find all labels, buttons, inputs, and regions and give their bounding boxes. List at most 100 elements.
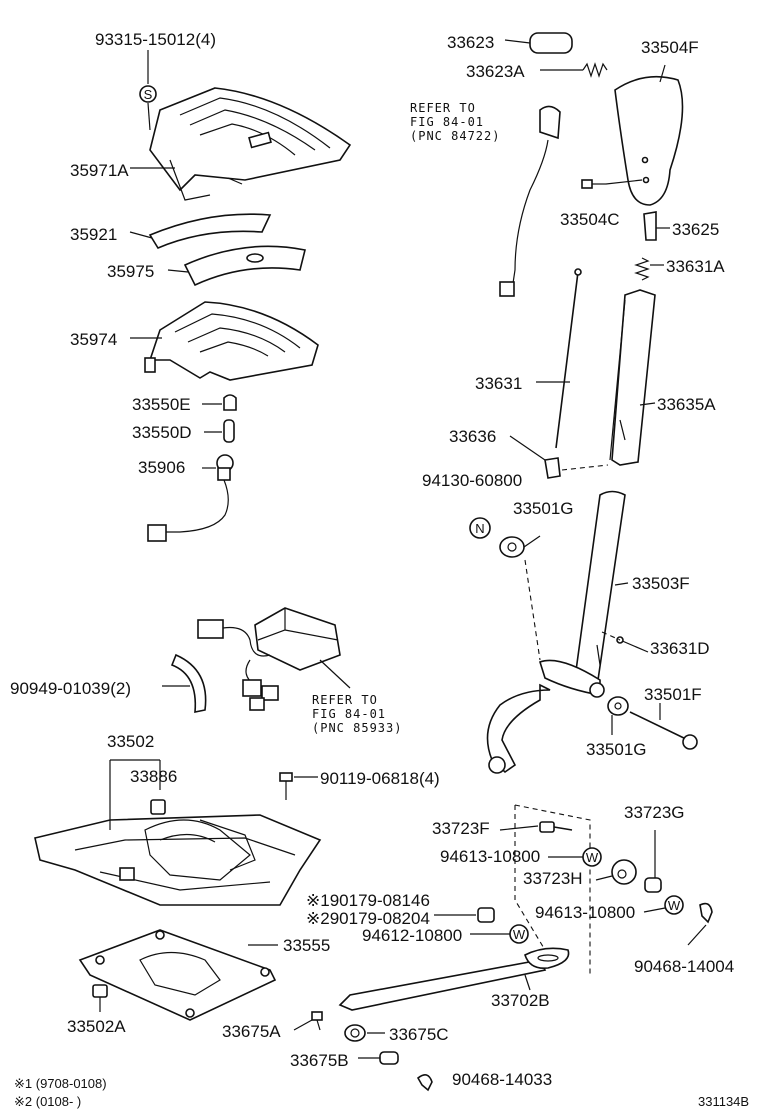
part-switch-wire <box>499 105 561 297</box>
label-33625: 33625 <box>672 220 719 239</box>
part-94613-washer-1: W <box>548 847 602 867</box>
label-33501g-top: 33501G <box>513 499 574 518</box>
label-33501g-bottom: 33501G <box>586 740 647 759</box>
part-35971a-cover <box>130 87 352 201</box>
part-33635a-sleeve <box>609 289 656 466</box>
part-33631d-pin <box>601 631 649 653</box>
part-33631-rod <box>536 268 582 449</box>
ref1-line3: (PNC 84722) <box>410 129 500 143</box>
part-33636-link <box>509 435 561 479</box>
part-33504f-knob <box>614 64 684 206</box>
part-33550e-cap <box>202 394 237 411</box>
label-33623: 33623 <box>447 33 494 52</box>
part-33623a-spring <box>540 62 608 78</box>
part-35921-plate <box>129 213 272 250</box>
part-33502a-bolt <box>92 984 108 1012</box>
ref2-line2: FIG 84-01 <box>312 707 386 721</box>
s-mark: S <box>144 87 153 102</box>
part-connector-assembly <box>197 607 351 711</box>
label-33504c: 33504C <box>560 210 620 229</box>
label-33675b: 33675B <box>290 1051 349 1070</box>
label-33886: 33886 <box>130 767 177 786</box>
label-33723g: 33723G <box>624 803 685 822</box>
part-33702b-rod <box>338 947 570 1011</box>
label-35974: 35974 <box>70 330 117 349</box>
part-33723g-collar <box>644 830 662 893</box>
part-94612-washer: W <box>470 924 529 944</box>
part-94130-washer: N <box>469 517 491 539</box>
part-35975-plate <box>167 245 306 287</box>
part-33502-base-bracket <box>34 759 322 906</box>
label-33723h: 33723H <box>523 869 583 888</box>
label-90949-01039: 90949-01039(2) <box>10 679 131 698</box>
part-35906-socket-wire <box>147 454 234 542</box>
ref2-line1: REFER TO <box>312 693 378 707</box>
label-33503f: 33503F <box>632 574 690 593</box>
diagram-id: 331134B <box>698 1094 749 1109</box>
label-94613-10800-b: 94613-10800 <box>535 903 635 922</box>
ref1-line2: FIG 84-01 <box>410 115 484 129</box>
part-33723h-bushing <box>595 859 637 885</box>
footnote-2: ※2 (0108- ) <box>14 1094 81 1109</box>
label-33501f: 33501F <box>644 685 702 704</box>
label-33555: 33555 <box>283 936 330 955</box>
part-33675c-bushing <box>344 1024 385 1042</box>
label-33502a: 33502A <box>67 1017 126 1036</box>
part-33723f-bolt <box>499 821 573 833</box>
part-33550d-bulb <box>204 419 235 443</box>
label-35975: 35975 <box>107 262 154 281</box>
n-mark: N <box>475 521 484 536</box>
part-33631a-spring <box>634 257 664 281</box>
label-90468-14004: 90468-14004 <box>634 957 734 976</box>
label-33635a: 33635A <box>657 395 716 414</box>
part-33675a-bolt <box>293 1011 323 1031</box>
label-33675a: 33675A <box>222 1022 281 1041</box>
label-90119-06818: 90119-06818(4) <box>320 769 440 788</box>
part-90949-clip <box>162 653 207 713</box>
ref1-line1: REFER TO <box>410 101 476 115</box>
label-33623a: 33623A <box>466 62 525 81</box>
label-33631a: 33631A <box>666 257 725 276</box>
part-33555-gasket <box>78 929 278 1021</box>
label-90179-08146: ※190179-08146 <box>306 891 430 910</box>
label-33631d: 33631D <box>650 639 710 658</box>
label-94130-60800: 94130-60800 <box>422 471 522 490</box>
part-33504c-screw <box>581 179 643 189</box>
label-33702b: 33702B <box>491 991 550 1010</box>
label-35906: 35906 <box>138 458 185 477</box>
part-90468-14004-clip <box>687 902 713 946</box>
dash-line-1 <box>561 464 609 471</box>
label-33631: 33631 <box>475 374 522 393</box>
w-mark-2: W <box>668 898 681 913</box>
footnote-1: ※1 (9708-0108) <box>14 1076 107 1091</box>
label-33550d: 33550D <box>132 423 192 442</box>
dash-box <box>514 804 591 975</box>
part-94613-washer-2: W <box>643 895 684 915</box>
part-93315-washer: S <box>139 50 157 131</box>
label-33504f: 33504F <box>641 38 699 57</box>
label-33502: 33502 <box>107 732 154 751</box>
label-35971a: 35971A <box>70 161 129 180</box>
ref2-line3: (PNC 85933) <box>312 721 402 735</box>
part-33675b-collar <box>358 1051 399 1065</box>
label-93315-15012: 93315-15012(4) <box>95 30 216 49</box>
dash-box-2 <box>514 805 546 951</box>
part-90468-14033-clip <box>416 1074 433 1092</box>
part-33503f-lever <box>486 490 629 774</box>
label-94612-10800: 94612-10800 <box>362 926 462 945</box>
label-33636: 33636 <box>449 427 496 446</box>
label-94613-10800-a: 94613-10800 <box>440 847 540 866</box>
label-33723f: 33723F <box>432 819 490 838</box>
label-33675c: 33675C <box>389 1025 449 1044</box>
label-90179-08204: ※290179-08204 <box>306 909 430 928</box>
part-33623-button <box>504 32 573 54</box>
w-mark-1: W <box>586 850 599 865</box>
w-mark-3: W <box>513 927 526 942</box>
part-33501f-bolt <box>607 696 698 750</box>
label-90468-14033: 90468-14033 <box>452 1070 552 1089</box>
part-35974-cover <box>130 301 319 381</box>
part-90119-bolt <box>279 772 318 800</box>
part-90179-nut <box>434 907 495 923</box>
